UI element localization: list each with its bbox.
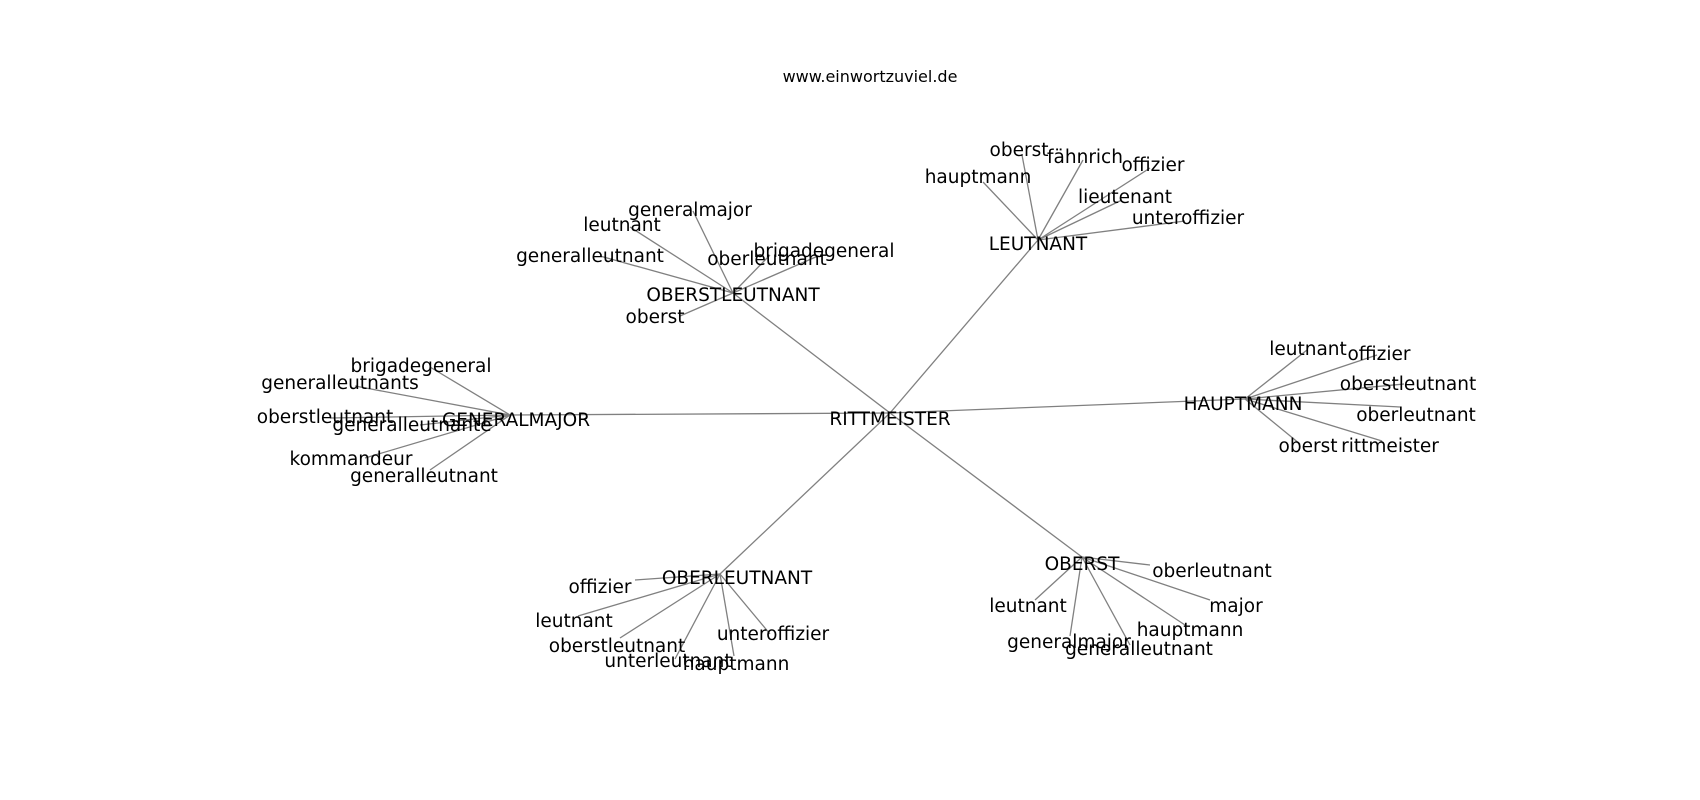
node-leaf-oberstleutnant-3: brigadegeneral [753, 241, 894, 262]
edge-oberst-4 [1069, 556, 1083, 637]
edge-oberst-1 [1034, 556, 1083, 601]
edge-generalmajor-2 [329, 414, 511, 419]
node-leaf-hauptmann-0: leutnant [1269, 339, 1347, 360]
edge-oberstleutnant-0 [692, 210, 734, 294]
node-leaf-oberstleutnant-4: oberleutnant [707, 249, 827, 270]
edge-center-oberstleutnant [732, 292, 891, 414]
node-hub-leutnant: LEUTNANT [989, 234, 1088, 255]
node-leaf-generalmajor-3: generalleutnante [332, 415, 491, 436]
edge-center-leutnant [889, 239, 1039, 414]
edge-hauptmann-3 [1244, 398, 1401, 408]
edge-hauptmann-1 [1244, 354, 1378, 400]
edge-oberleutnant-2 [619, 573, 721, 639]
edge-center-oberst [889, 412, 1083, 558]
node-leaf-generalmajor-5: generalleutnant [350, 466, 498, 487]
node-leaf-oberstleutnant-0: generalmajor [628, 200, 752, 221]
node-leaf-oberst-3: hauptmann [1137, 620, 1244, 641]
node-leaf-oberst-4: generalmajor [1007, 632, 1131, 653]
edge-oberleutnant-5 [719, 573, 735, 657]
edge-leutnant-0 [1021, 154, 1039, 241]
node-hub-oberst: OBERST [1045, 554, 1121, 575]
node-center: RITTMEISTER [829, 409, 950, 430]
edge-center-hauptmann [889, 398, 1246, 414]
edge-oberstleutnant-5 [679, 292, 734, 317]
edge-center-generalmajor [509, 412, 891, 416]
edge-leutnant-1 [1037, 159, 1084, 241]
edge-oberstleutnant-3 [732, 255, 819, 294]
edge-generalmajor-1 [354, 385, 511, 416]
node-hub-hauptmann: HAUPTMANN [1184, 394, 1303, 415]
node-leaf-oberstleutnant-2: generalleutnant [516, 246, 664, 267]
node-leaf-generalmajor-0: brigadegeneral [350, 356, 491, 377]
node-leaf-oberst-5: generalleutnant [1065, 639, 1213, 660]
edge-hauptmann-4 [1244, 398, 1301, 445]
edge-oberleutnant-4 [674, 573, 721, 660]
node-leaf-leutnant-0: oberst [990, 140, 1049, 161]
nodes: RITTMEISTEROBERSTLEUTNANTgeneralmajorleu… [257, 140, 1476, 675]
diagram-title: www.einwortzuviel.de [783, 67, 958, 86]
node-leaf-leutnant-1: fähnrich [1047, 147, 1123, 168]
edge-leutnant-3 [982, 181, 1039, 241]
node-hub-oberstleutnant: OBERSTLEUTNANT [646, 285, 820, 306]
edge-oberstleutnant-2 [599, 255, 734, 294]
edge-oberleutnant-1 [577, 573, 721, 617]
node-leaf-hauptmann-3: oberleutnant [1356, 405, 1476, 426]
edge-oberst-0 [1081, 556, 1151, 566]
node-leaf-oberst-1: leutnant [989, 596, 1067, 617]
edge-hauptmann-0 [1244, 349, 1308, 400]
edge-generalmajor-0 [429, 366, 511, 416]
node-leaf-oberstleutnant-5: oberst [626, 307, 685, 328]
node-leaf-oberst-2: major [1209, 596, 1263, 617]
edge-leutnant-5 [1037, 220, 1186, 241]
node-leaf-hauptmann-5: rittmeister [1341, 436, 1439, 457]
node-leaf-leutnant-3: hauptmann [925, 167, 1032, 188]
node-hub-oberleutnant: OBERLEUTNANT [662, 568, 813, 589]
edge-oberst-3 [1081, 556, 1186, 626]
node-leaf-oberleutnant-2: oberstleutnant [549, 636, 685, 657]
node-leaf-hauptmann-1: offizier [1347, 344, 1410, 365]
node-hub-generalmajor: GENERALMAJOR [442, 410, 590, 431]
node-leaf-oberleutnant-4: unterleutnant [604, 651, 731, 672]
edges [329, 154, 1405, 660]
edge-hauptmann-2 [1244, 383, 1405, 400]
node-leaf-oberleutnant-0: offizier [568, 577, 631, 598]
node-leaf-hauptmann-2: oberstleutnant [1340, 374, 1476, 395]
node-leaf-oberleutnant-5: hauptmann [683, 654, 790, 675]
edge-oberstleutnant-1 [629, 226, 734, 294]
edge-oberstleutnant-4 [732, 254, 771, 294]
node-leaf-generalmajor-4: kommandeur [290, 449, 413, 470]
node-leaf-leutnant-2: offizier [1121, 155, 1184, 176]
node-leaf-leutnant-5: unteroffizier [1132, 208, 1245, 229]
edge-oberst-5 [1081, 556, 1131, 646]
edge-leutnant-2 [1037, 167, 1151, 241]
node-leaf-oberleutnant-3: unteroffizier [717, 624, 830, 645]
edge-oberleutnant-3 [719, 573, 771, 635]
edge-leutnant-4 [1037, 199, 1123, 241]
edge-center-oberleutnant [719, 412, 891, 575]
edge-generalmajor-5 [429, 414, 511, 471]
node-leaf-generalmajor-1: generalleutnants [261, 373, 419, 394]
edge-oberleutnant-0 [634, 573, 721, 581]
node-leaf-generalmajor-2: oberstleutnant [257, 407, 393, 428]
node-leaf-oberleutnant-1: leutnant [535, 611, 613, 632]
node-leaf-oberst-0: oberleutnant [1152, 561, 1272, 582]
edge-generalmajor-3 [419, 414, 511, 426]
node-leaf-oberstleutnant-1: leutnant [583, 215, 661, 236]
node-leaf-hauptmann-4: oberst [1279, 436, 1338, 457]
node-leaf-leutnant-4: lieutenant [1078, 187, 1172, 208]
edge-oberst-2 [1081, 556, 1211, 601]
edge-hauptmann-5 [1244, 398, 1383, 442]
edge-generalmajor-4 [364, 414, 511, 459]
